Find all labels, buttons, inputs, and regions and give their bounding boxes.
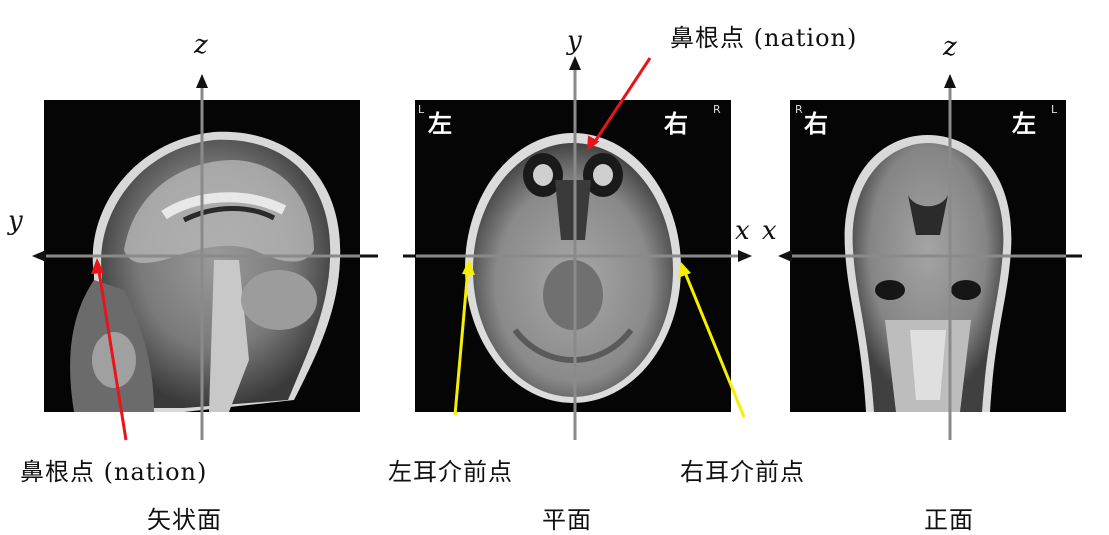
right-preauricular-label: 右耳介前点 [680, 452, 805, 487]
coronal-x-arrowhead [778, 250, 792, 262]
coronal-x-label: x [762, 216, 777, 246]
coronal-z-label: z [943, 32, 957, 62]
coronal-caption: 正面 [924, 500, 974, 535]
nasion-top-label: 鼻根点 (nation) [670, 18, 857, 53]
left-preauricular-arrow [455, 268, 468, 415]
left-preauricular-label: 左耳介前点 [388, 452, 513, 487]
coronal-z-arrowhead [944, 74, 956, 88]
axial-y-arrowhead [569, 56, 581, 70]
sagittal-caption: 矢状面 [147, 500, 222, 535]
nasion-bottom-label: 鼻根点 (nation) [20, 452, 207, 487]
axial-x-arrowhead [738, 250, 752, 262]
axial-y-label: y [567, 26, 582, 56]
sagittal-z-arrowhead [196, 74, 208, 88]
nasion-bottom-arrow [98, 265, 126, 440]
axial-x-label: x [735, 216, 750, 246]
nasion-top-arrow [592, 58, 650, 146]
sagittal-y-arrowhead [32, 250, 46, 262]
sagittal-y-label: y [8, 206, 23, 236]
right-preauricular-arrow [684, 270, 744, 417]
sagittal-z-label: z [194, 30, 208, 60]
axial-caption: 平面 [542, 500, 592, 535]
